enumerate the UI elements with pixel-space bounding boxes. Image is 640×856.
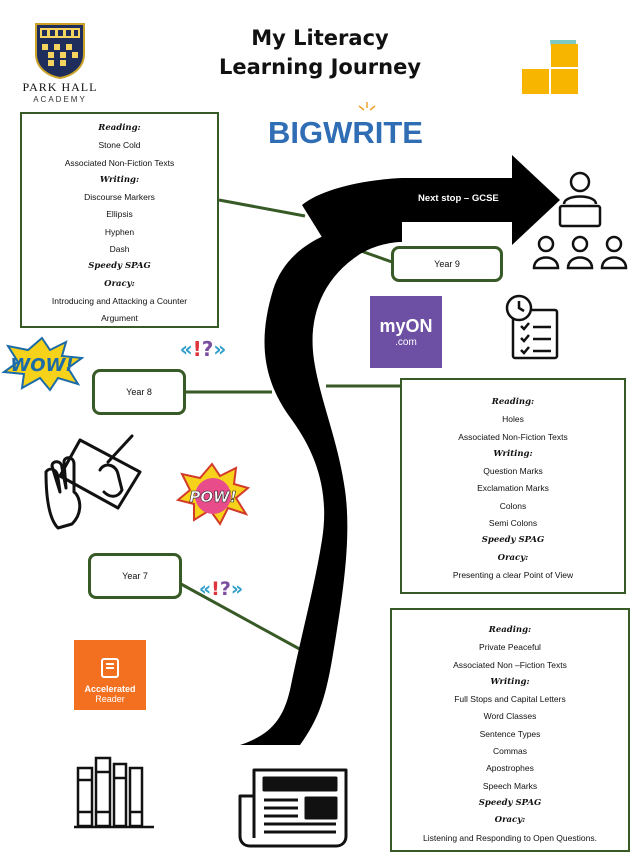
y7-row: Sentence Types [479,728,541,739]
title-line2: Learning Journey [218,55,422,79]
y7-row: Speedy SPAG [478,797,542,808]
svg-text:«!?»: «!?» [180,337,227,361]
y8-row: Associated Non-Fiction Texts [458,431,568,442]
y7-row: Listening and Responding to Open Questio… [423,832,597,843]
y7-row: Oracy: [494,815,526,826]
wow-burst-icon: WOW! [1,336,84,392]
y8-row: Exclamation Marks [477,483,549,494]
y7-row: Associated Non –Fiction Texts [453,659,567,670]
y8-row: Question Marks [483,466,543,477]
year8-label: Year 8 [126,387,152,397]
wow-text: WOW! [10,355,73,376]
myon-logo: myON .com [370,296,442,368]
y7-row: Reading: [488,625,532,635]
title-line1: My Literacy [251,26,389,50]
year7-label-box: Year 7 [88,553,182,599]
year9-rows: Reading: Stone Cold Associated Non-Ficti… [22,120,217,328]
svg-text:«!?»: «!?» [199,578,243,600]
y9-row: Oracy: [104,278,135,289]
y9-row: Ellipsis [106,209,133,220]
y8-row: Holes [502,414,524,425]
year8-label-box: Year 8 [92,369,186,415]
y8-row: Speedy SPAG [481,535,545,546]
writing-hand-icon [44,434,142,530]
road-top [302,178,402,250]
y9-row: Associated Non-Fiction Texts [64,157,175,168]
corner-logo-icon [522,40,578,94]
myon-text: myON [379,316,433,336]
crest-shield-icon [35,23,85,80]
y7-row: Commas [492,746,527,757]
accelerated-line1: Accelerated [84,684,136,694]
year9-label-box: Year 9 [391,246,503,282]
arrow-shape [402,155,560,245]
year9-content-box: Reading: Stone Cold Associated Non-Ficti… [20,112,219,328]
checklist-clock-icon [505,294,559,360]
accelerated-reader-logo: Accelerated Reader [74,640,146,710]
y9-row: Dash [109,244,130,255]
year7-content-box: Reading: Private Peaceful Associated Non… [390,608,630,852]
myon-sub-text: .com [395,337,417,348]
gcse-arrow-label: Next stop – GCSE [418,193,499,204]
road-path [240,178,402,745]
y7-row: Word Classes [483,711,537,722]
connector-line-year7 [180,582,306,654]
y7-row: Speech Marks [482,780,538,791]
accelerated-line2: Reader [95,694,125,704]
y8-row: Semi Colons [488,518,538,529]
y9-row: Discourse Markers [84,192,155,203]
book-icon [101,658,119,678]
newspaper-icon [238,768,348,848]
school-logo: PARK HALL ACADEMY [20,20,100,110]
y7-row: Writing: [490,676,530,687]
y8-row: Oracy: [497,552,529,563]
y9-row: Speedy SPAG [88,261,151,272]
y9-row: Stone Cold [98,140,141,151]
pencil-spark-icon [358,102,376,111]
y8-row: Presenting a clear Point of View [452,569,574,580]
punctuation-bubble-icon-2: «!?» [199,578,243,600]
pow-burst-icon: POW! [176,462,250,526]
y8-row: Reading: [491,397,535,407]
y9-row: Argument [101,313,138,324]
y9-row: Writing: [99,174,140,185]
classroom-icon [532,171,628,270]
y7-row: Private Peaceful [479,642,541,653]
school-subtitle: ACADEMY [33,95,87,104]
books-icon [74,756,154,829]
y8-row: Colons [499,500,527,511]
y7-row: Apostrophes [486,763,534,774]
y8-row: Writing: [493,448,533,459]
year7-label: Year 7 [122,571,148,581]
y7-row: Full Stops and Capital Letters [454,694,566,705]
y9-row: Hyphen [104,226,135,237]
punctuation-bubble-icon: «!?» [180,337,227,361]
school-name: PARK HALL [22,80,98,94]
year8-content-box: Reading: Holes Associated Non-Fiction Te… [400,378,626,594]
bigwrite-text: BIGWRITE [268,115,423,150]
bigwrite-logo: BIGWRITE [268,115,423,151]
page-title: My Literacy Learning Journey [200,24,440,82]
y9-row: Introducing and Attacking a Counter [51,295,188,306]
pow-text: POW! [189,488,236,506]
year9-label: Year 9 [434,259,460,269]
y9-row: Reading: [98,123,141,133]
connector-line-year9-box [218,198,306,218]
